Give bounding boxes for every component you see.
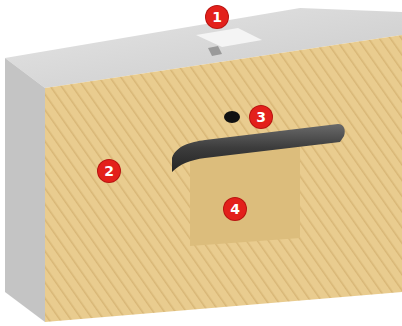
front-face [45, 35, 402, 322]
groove-hole [208, 46, 222, 56]
bolt-hole [224, 111, 240, 123]
callout-number: 2 [98, 160, 120, 182]
top-groove [196, 28, 262, 47]
callout-number: 3 [250, 106, 272, 128]
callout-number: 1 [206, 6, 228, 28]
left-face [5, 58, 45, 322]
callout-number: 4 [224, 198, 246, 220]
bracket [172, 124, 345, 172]
